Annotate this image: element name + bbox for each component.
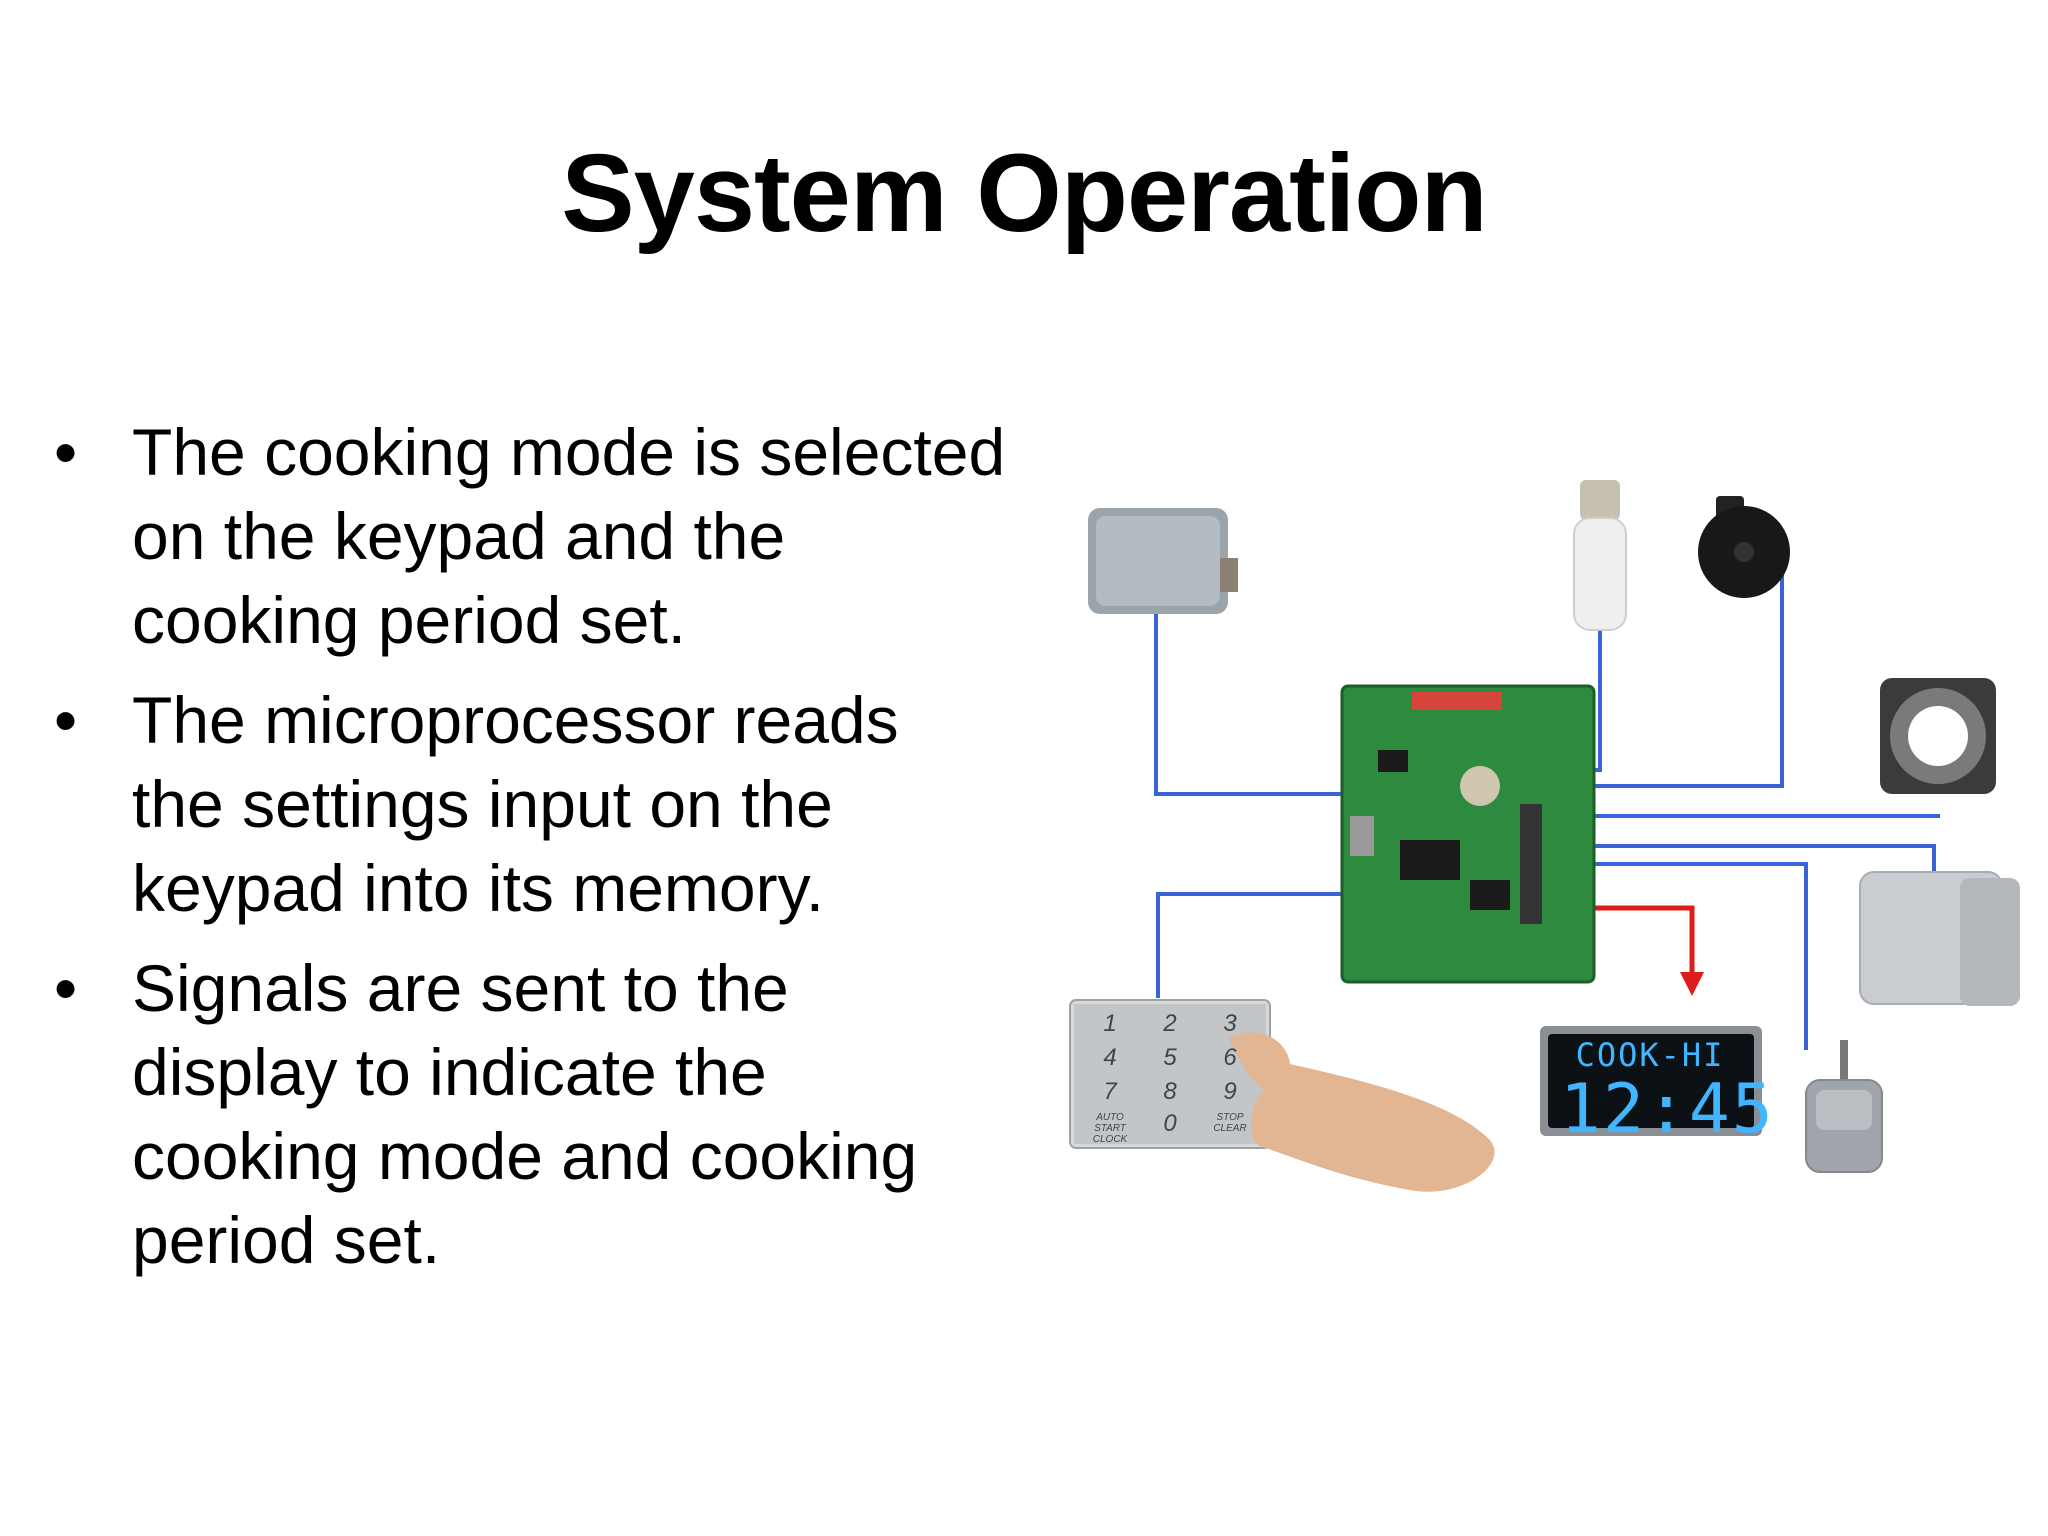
keypad-key: AUTO START CLOCK	[1092, 1112, 1128, 1145]
signal-wire	[1592, 905, 1695, 980]
wire-door-switch	[1154, 610, 1342, 796]
keypad-key: 2	[1163, 1010, 1177, 1037]
keypad-key: 4	[1103, 1044, 1117, 1071]
cooling-fan	[1880, 678, 1996, 794]
bullet-marker: •	[54, 951, 78, 1025]
keypad-key: 1	[1103, 1010, 1117, 1037]
wire-motor	[1592, 862, 1808, 1050]
control-board	[1340, 684, 1596, 984]
transformer	[1859, 871, 2020, 1006]
motor	[1805, 1040, 1883, 1173]
bullet-item: • The cooking mode is selected on the ke…	[48, 410, 1008, 662]
door-switch	[1088, 508, 1238, 614]
display-mode-text: COOK-HI	[1575, 1036, 1725, 1074]
bullet-marker: •	[54, 683, 78, 757]
bullet-marker: •	[54, 415, 78, 489]
keypad-key: 3	[1223, 1010, 1237, 1037]
wire-transformer	[1592, 844, 1936, 872]
keypad-key: 5	[1163, 1044, 1177, 1071]
microwave-control-diagram: COOK-HI 12:45 1 2 3 4 5 6 7 8 9 AUTO STA…	[1060, 460, 2048, 1240]
keypad-key: 7	[1103, 1078, 1117, 1105]
slide-title: System Operation	[561, 132, 1487, 255]
display-time-text: 12:45	[1560, 1070, 1775, 1149]
keypad	[1069, 999, 1271, 1149]
keypad-key: STOP CLEAR	[1213, 1112, 1247, 1134]
bullet-text: The microprocessor reads the settings in…	[132, 683, 899, 925]
bullet-item: • Signals are sent to the display to ind…	[48, 946, 1008, 1282]
buzzer	[1698, 496, 1790, 598]
pointing-hand	[1228, 1032, 1495, 1192]
keypad-key: 9	[1223, 1078, 1237, 1105]
lamp	[1573, 480, 1627, 631]
keypad-keys: 1 2 3 4 5 6 7 8 9 AUTO START CLOCK 0 STO…	[1074, 1004, 1266, 1145]
arrow-to-display	[1680, 972, 1704, 996]
bullet-list: • The cooking mode is selected on the ke…	[48, 410, 1008, 1298]
keypad-key: 6	[1223, 1044, 1237, 1071]
keypad-key: 0	[1163, 1110, 1177, 1137]
bullet-text: Signals are sent to the display to indic…	[132, 951, 918, 1277]
display	[1540, 1026, 1762, 1136]
keypad-key: 8	[1163, 1078, 1177, 1105]
bullet-item: • The microprocessor reads the settings …	[48, 678, 1008, 930]
diagram-graphic	[1069, 480, 2020, 1192]
bullet-text: The cooking mode is selected on the keyp…	[132, 415, 1006, 657]
wire-keypad	[1156, 892, 1342, 998]
